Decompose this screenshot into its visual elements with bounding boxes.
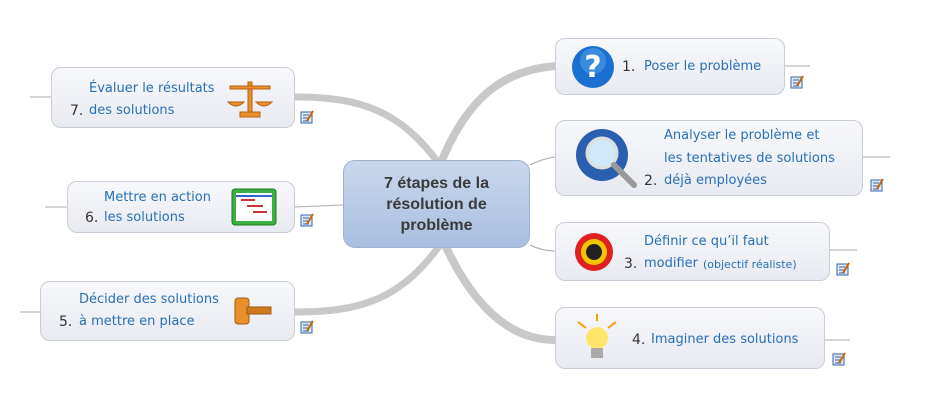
gavel-icon <box>234 297 272 325</box>
step-number: 3. <box>624 256 638 272</box>
step-label: Poser le problème <box>644 59 762 74</box>
topic-step-7[interactable]: Évaluer le résultats 7. des solutions <box>51 67 295 128</box>
step-number: 1. <box>622 59 636 75</box>
topic-step-6[interactable]: Mettre en action 6. les solutions <box>67 181 295 233</box>
note-icon[interactable] <box>836 262 850 276</box>
step-label: modifier <box>644 256 699 271</box>
topic-step-1[interactable]: ? 1. Poser le problème <box>555 38 785 95</box>
svg-text:?: ? <box>584 50 601 85</box>
topic-step-5[interactable]: Décider des solutions 5. à mettre en pla… <box>40 281 295 341</box>
step-label: Mettre en action <box>104 190 211 205</box>
gantt-chart-icon <box>231 188 277 226</box>
step-number: 6. <box>85 210 99 226</box>
topic-step-2[interactable]: Analyser le problème et les tentatives d… <box>555 120 863 196</box>
note-icon[interactable] <box>870 178 884 192</box>
step-number: 4. <box>632 332 646 348</box>
step-label: Imaginer des solutions <box>651 332 799 347</box>
step-label: déjà employées <box>664 173 767 188</box>
note-icon[interactable] <box>300 213 314 227</box>
step-label: les solutions <box>104 210 185 225</box>
central-line: problème <box>400 217 473 234</box>
step-label: Analyser le problème et <box>664 128 820 143</box>
step-label: les tentatives de solutions <box>664 151 835 166</box>
note-icon[interactable] <box>300 110 314 124</box>
magnifier-globe-icon <box>576 129 637 188</box>
step-label: Évaluer le résultats <box>89 81 215 96</box>
step-label: Décider des solutions <box>79 292 219 307</box>
step-label: des solutions <box>89 103 175 118</box>
topic-step-3[interactable]: Définir ce qu’il faut 3. modifier (objec… <box>555 222 830 281</box>
note-icon[interactable] <box>300 320 314 334</box>
lightbulb-icon <box>577 314 617 358</box>
note-icon[interactable] <box>832 352 846 366</box>
step-label-note: (objectif réaliste) <box>703 258 797 271</box>
step-number: 7. <box>70 103 84 119</box>
step-label: Définir ce qu’il faut <box>644 234 769 249</box>
step-label: à mettre en place <box>79 314 195 329</box>
scales-icon <box>226 81 274 118</box>
target-icon <box>575 233 613 271</box>
question-icon: ? <box>572 46 614 88</box>
step-number: 2. <box>644 173 658 189</box>
central-line: 7 étapes de la <box>384 175 489 192</box>
topic-step-4[interactable]: 4. Imaginer des solutions <box>555 307 825 369</box>
central-topic[interactable]: 7 étapes de la résolution de problème <box>343 160 530 248</box>
note-icon[interactable] <box>790 75 804 89</box>
step-number: 5. <box>59 314 73 330</box>
central-line: résolution de <box>386 196 487 213</box>
